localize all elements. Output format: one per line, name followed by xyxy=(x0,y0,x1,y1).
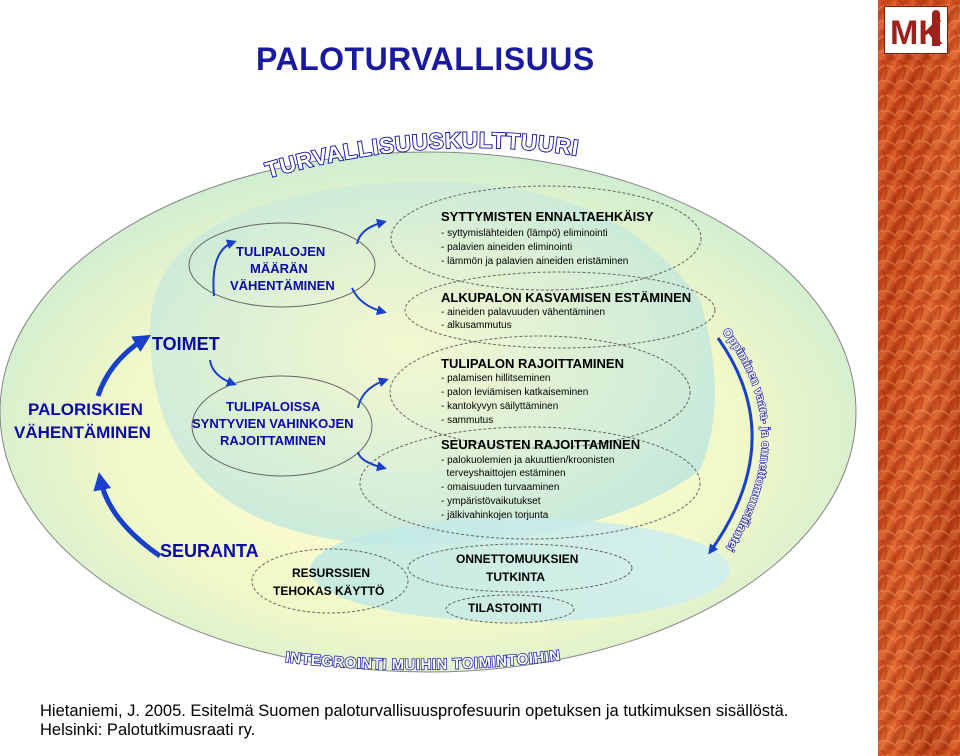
box4-item: - palokuolemien ja akuuttien/kroonisten xyxy=(441,455,615,466)
box4-item: - ympäristövaikutukset xyxy=(441,496,541,507)
box3-item: - sammutus xyxy=(441,415,494,426)
box1-item: - lämmön ja palavien aineiden eristämine… xyxy=(441,256,629,267)
footer-line-1: Hietaniemi, J. 2005. Esitelmä Suomen pal… xyxy=(40,702,789,720)
box4-item: - jälkivahinkojen torjunta xyxy=(441,510,549,521)
left-main-label-1: PALORISKIEN xyxy=(28,400,143,419)
box4-item: - omaisuuden turvaaminen xyxy=(441,482,560,493)
ellipse-statistics xyxy=(445,594,575,624)
footer-citation: Hietaniemi, J. 2005. Esitelmä Suomen pal… xyxy=(40,702,860,740)
fire-sidebar xyxy=(878,0,960,756)
arrow-to-ellipse-b xyxy=(209,359,237,387)
ellipse-investigation xyxy=(407,543,633,593)
ellipse-a-line-1: TULIPALOJEN xyxy=(236,244,326,259)
box3-heading: TULIPALON RAJOITTAMINEN xyxy=(441,356,624,371)
box1-item: - palavien aineiden eliminointi xyxy=(441,242,573,253)
statistics-label: TILASTOINTI xyxy=(468,601,542,615)
seuranta-band xyxy=(310,518,730,622)
box4-heading: SEURAUSTEN RAJOITTAMINEN xyxy=(441,437,641,452)
left-main-label-2: VÄHENTÄMINEN xyxy=(14,423,151,442)
toimet-label: TOIMET xyxy=(152,334,220,354)
box1-item: - syttymislähteiden (lämpö) eliminointi xyxy=(441,228,608,239)
investigation-line-2: TUTKINTA xyxy=(486,570,546,584)
box1-outline xyxy=(390,185,702,291)
box4-outline xyxy=(359,426,701,540)
box3-item: - palon leviämisen katkaiseminen xyxy=(441,387,589,398)
ellipse-resources xyxy=(251,548,409,614)
investigation-line-1: ONNETTOMUUKSIEN xyxy=(456,552,579,566)
ellipse-fire-count xyxy=(188,222,376,308)
arrow-up-seuranta xyxy=(93,472,162,559)
box3-item: - kantokyvyn säilyttäminen xyxy=(441,401,559,412)
ellipse-b-line-1: TULIPALOISSA xyxy=(226,399,321,414)
resources-line-1: RESURSSIEN xyxy=(292,566,371,580)
arrow-to-box2 xyxy=(351,287,387,316)
seuranta-label: SEURANTA xyxy=(160,541,259,561)
arrow-to-ellipse-a xyxy=(212,239,237,297)
arrow-to-box4 xyxy=(357,451,387,472)
arrow-to-box3 xyxy=(357,377,389,409)
box3-item: - palamisen hillitseminen xyxy=(441,373,551,384)
mk-logo: MK xyxy=(883,5,949,55)
ellipse-b-line-3: RAJOITTAMINEN xyxy=(220,433,326,448)
ellipse-damage-limit xyxy=(191,375,373,477)
box4-item: terveyshaittojen estäminen xyxy=(441,468,566,479)
box2-item: - alkusammutus xyxy=(441,320,512,331)
footer-line-2: Helsinki: Palotutkimusraati ry. xyxy=(40,721,256,739)
ellipse-b-line-2: SYNTYVIEN VAHINKOJEN xyxy=(192,416,354,431)
ellipse-a-line-3: VÄHENTÄMINEN xyxy=(230,278,335,293)
learning-arrow xyxy=(708,337,754,555)
box3-outline xyxy=(389,335,691,449)
arrow-up-toimet xyxy=(95,334,152,397)
box1-heading: SYTTYMISTEN ENNALTAEHKÄISY xyxy=(441,209,654,224)
box2-item: - aineiden palavuuden vähentäminen xyxy=(441,307,606,318)
box2-heading: ALKUPALON KASVAMISEN ESTÄMINEN xyxy=(441,290,692,305)
box2-outline xyxy=(404,271,716,349)
arrow-to-box1 xyxy=(356,218,387,245)
actions-area xyxy=(150,181,715,545)
page-title: PALOTURVALLISUUS xyxy=(256,41,595,77)
ellipse-a-line-2: MÄÄRÄN xyxy=(250,261,308,276)
resources-line-2: TEHOKAS KÄYTTÖ xyxy=(273,584,385,598)
